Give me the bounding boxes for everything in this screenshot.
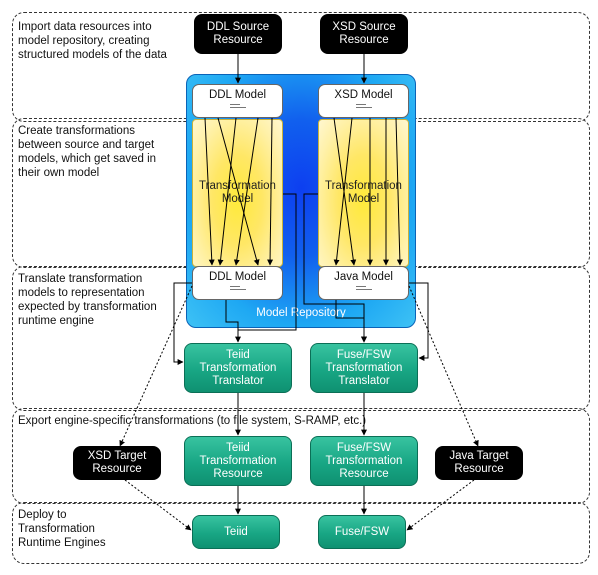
lane-export: [12, 408, 590, 504]
fuse-engine[interactable]: Fuse/FSW: [318, 515, 406, 549]
ddl-model-top-label: DDL Model: [208, 89, 267, 101]
document-icon: [356, 286, 372, 293]
lane-export-text: Export engine-specific transformations (…: [18, 415, 367, 427]
ddl-source-resource[interactable]: DDL Source Resource: [194, 14, 282, 54]
fuse-transformation-translator[interactable]: Fuse/FSW Transformation Translator: [310, 343, 418, 393]
teiid-engine[interactable]: Teiid: [192, 515, 280, 549]
teiid-transformation-resource[interactable]: Teiid Transformation Resource: [184, 436, 292, 486]
document-icon: [356, 104, 372, 111]
lane-create-text: Create transformations between source an…: [18, 125, 157, 179]
ddl-model-top[interactable]: DDL Model: [192, 84, 283, 118]
lane-deploy: [12, 502, 590, 564]
transformation-model-right[interactable]: Transformation Model: [318, 119, 409, 267]
lane-translate-text: Translate transformation models to repre…: [18, 273, 157, 327]
xsd-source-resource[interactable]: XSD Source Resource: [320, 14, 408, 54]
java-model[interactable]: Java Model: [318, 266, 409, 300]
fuse-transformation-resource[interactable]: Fuse/FSW Transformation Resource: [310, 436, 418, 486]
xsd-model-top-label: XSD Model: [334, 89, 393, 101]
document-icon: [230, 286, 246, 293]
java-model-label: Java Model: [334, 271, 393, 283]
lane-import-text: Import data resources into model reposit…: [18, 21, 167, 61]
transformation-model-left[interactable]: Transformation Model: [192, 119, 283, 267]
lane-deploy-text: Deploy to Transformation Runtime Engines: [18, 509, 106, 549]
ddl-model-bottom[interactable]: DDL Model: [192, 266, 283, 300]
teiid-transformation-translator[interactable]: Teiid Transformation Translator: [184, 343, 292, 393]
java-target-resource[interactable]: Java Target Resource: [435, 446, 523, 480]
xsd-target-resource[interactable]: XSD Target Resource: [73, 446, 161, 480]
xsd-model-top[interactable]: XSD Model: [318, 84, 409, 118]
ddl-model-bottom-label: DDL Model: [208, 271, 267, 283]
model-repository-label: Model Repository: [256, 307, 346, 319]
document-icon: [230, 104, 246, 111]
